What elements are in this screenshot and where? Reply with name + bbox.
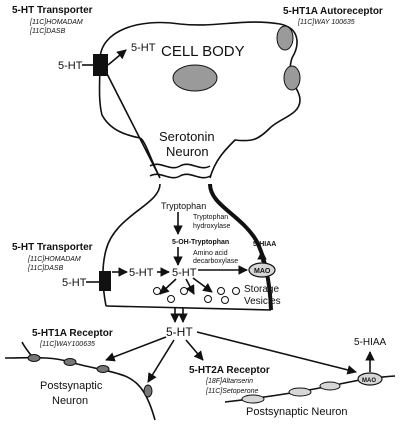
released-5ht: 5-HT — [166, 325, 193, 339]
to-1a-receptor-arrow — [105, 336, 167, 362]
post-hiaa: 5-HIAA — [354, 337, 387, 348]
terminal-transporter-title: 5-HT Transporter — [12, 242, 93, 253]
neuron-label-line1: Serotonin — [159, 129, 215, 144]
r1a-receptor-2 — [63, 358, 77, 366]
r2a-receptor-2 — [288, 387, 312, 397]
terminal-membrane-bottom — [105, 305, 272, 311]
cyto-to-vesicle-arrow-1 — [159, 278, 177, 295]
r1a-receptor-4 — [143, 384, 153, 398]
cyto-to-vesicle-arrow-2 — [185, 278, 195, 295]
enzyme2-line2: decarboxylase — [193, 258, 238, 265]
r2a-ligand-1: [18F]Altanserin — [205, 378, 253, 385]
vesicle — [153, 287, 161, 295]
vesicle — [180, 287, 188, 295]
post1-label-line1: Postsynaptic — [40, 380, 103, 392]
r1a-title: 5-HT1A Receptor — [32, 328, 113, 339]
post-mao-label: MAO — [362, 378, 376, 384]
terminal-mao-enzyme — [248, 262, 276, 278]
storage-label-line2: Vesicles — [244, 296, 281, 307]
autoreceptor-title: 5-HT1A Autoreceptor — [283, 6, 383, 17]
to-2a-receptor-arrow — [185, 339, 204, 361]
cyto-to-vesicle-arrow-3 — [192, 277, 213, 293]
axon-break-1 — [149, 163, 211, 169]
top-int-arrow — [107, 49, 127, 66]
autoreceptor-ligand: [11C]WAY 100635 — [297, 19, 355, 26]
cyto-5ht-2: 5-HT — [172, 267, 197, 279]
to-post1-arrow — [147, 339, 175, 383]
r2a-receptor-3 — [319, 381, 341, 391]
top-transporter-ligand-2: [11C]DASB — [29, 28, 66, 35]
ohtrp-label: 5-OH-Tryptophan — [172, 239, 229, 246]
nucleus — [172, 64, 218, 92]
terminal-membrane-right — [208, 183, 273, 311]
vesicle — [204, 295, 212, 303]
r2a-receptor-1 — [241, 394, 265, 404]
terminal-ext-5ht: 5-HT — [62, 277, 87, 289]
terminal-mao-label: MAO — [254, 268, 271, 275]
top-ext-5ht: 5-HT — [58, 60, 83, 72]
vesicle — [221, 296, 229, 304]
r1a-receptor-3 — [96, 365, 110, 373]
post1-label-line2: Neuron — [52, 395, 88, 407]
top-transporter — [93, 54, 108, 76]
terminal-hiaa: 5-HIAA — [253, 241, 276, 248]
storage-label-line1: Storage — [244, 284, 279, 295]
cell-body-label: CELL BODY — [161, 43, 245, 60]
r2a-ligand-2: [11C]Setoperone — [205, 388, 259, 395]
top-transporter-ligand-1: [11C]HOMADAM — [29, 19, 83, 26]
vesicle — [167, 295, 175, 303]
post2-label: Postsynaptic Neuron — [246, 406, 348, 418]
post-mao-enzyme — [357, 372, 383, 386]
cyto-5ht-1: 5-HT — [129, 267, 154, 279]
to-post-mao-arrow — [196, 331, 357, 375]
terminal-membrane-left — [102, 183, 161, 307]
axon-break-2 — [149, 173, 211, 179]
r1a-ligand: [11C]WAY100635 — [39, 341, 95, 348]
vesicle — [217, 287, 225, 295]
vesicle — [232, 287, 240, 295]
terminal-transporter-ligand-1: [11C]HOMADAM — [27, 256, 81, 263]
autoreceptor-1 — [276, 25, 294, 51]
top-transporter-title: 5-HT Transporter — [12, 5, 93, 16]
neuron-label-line2: Neuron — [166, 144, 209, 159]
enzyme1-line2: hydroxylase — [193, 223, 230, 230]
r2a-title: 5-HT2A Receptor — [189, 365, 270, 376]
tryptophan-label: Tryptophan — [161, 201, 206, 211]
cell-body-membrane — [98, 21, 301, 179]
terminal-transporter — [99, 271, 111, 291]
autoreceptor-2 — [283, 65, 301, 91]
terminal-transporter-ligand-2: [11C]DASB — [27, 265, 64, 272]
top-int-5ht: 5-HT — [131, 42, 156, 54]
enzyme2-line1: Amino acid — [193, 250, 228, 257]
r1a-receptor-1 — [27, 354, 41, 362]
enzyme1-line1: Tryptophan — [193, 214, 228, 221]
